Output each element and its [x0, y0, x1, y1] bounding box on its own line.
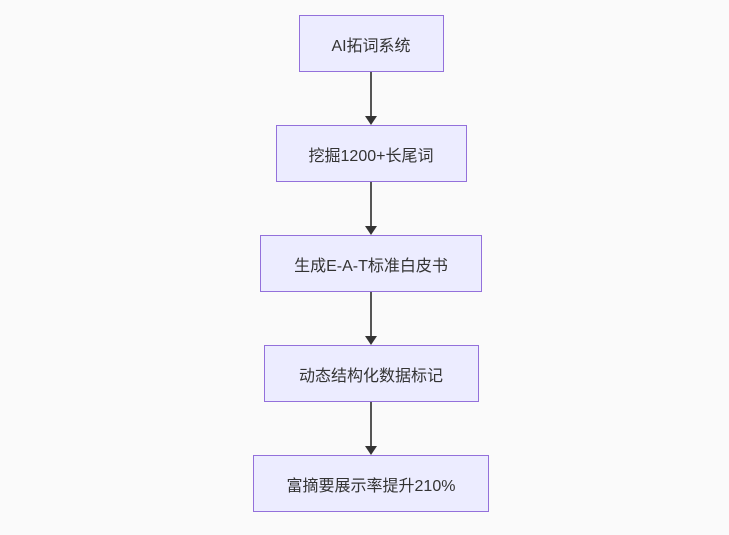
flow-node-label: 生成E-A-T标准白皮书 — [294, 257, 448, 275]
arrow-down-icon — [365, 116, 377, 125]
flow-node-eat-whitepaper: 生成E-A-T标准白皮书 — [260, 235, 482, 292]
flow-arrow — [365, 182, 377, 235]
arrow-shaft — [370, 292, 372, 336]
flow-node-ai-keyword-system: AI拓词系统 — [298, 15, 444, 72]
flow-node-label: 富摘要展示率提升210% — [286, 477, 456, 495]
arrow-shaft — [370, 182, 372, 226]
flow-node-label: 动态结构化数据标记 — [298, 367, 443, 385]
arrow-down-icon — [365, 446, 377, 455]
arrow-shaft — [370, 72, 372, 116]
flowchart: AI拓词系统 挖掘1200+长尾词 生成E-A-T标准白皮书 动态结构化数据标记… — [253, 15, 489, 512]
flow-node-label: AI拓词系统 — [331, 37, 411, 55]
arrow-down-icon — [365, 226, 377, 235]
flow-arrow — [365, 72, 377, 125]
arrow-shaft — [370, 402, 372, 446]
flow-node-rich-snippet-result: 富摘要展示率提升210% — [253, 455, 489, 512]
flow-node-structured-data-markup: 动态结构化数据标记 — [263, 345, 479, 402]
flow-node-label: 挖掘1200+长尾词 — [308, 147, 434, 165]
flow-arrow — [365, 292, 377, 345]
flow-node-longtail-mining: 挖掘1200+长尾词 — [275, 125, 467, 182]
flow-arrow — [365, 402, 377, 455]
arrow-down-icon — [365, 336, 377, 345]
